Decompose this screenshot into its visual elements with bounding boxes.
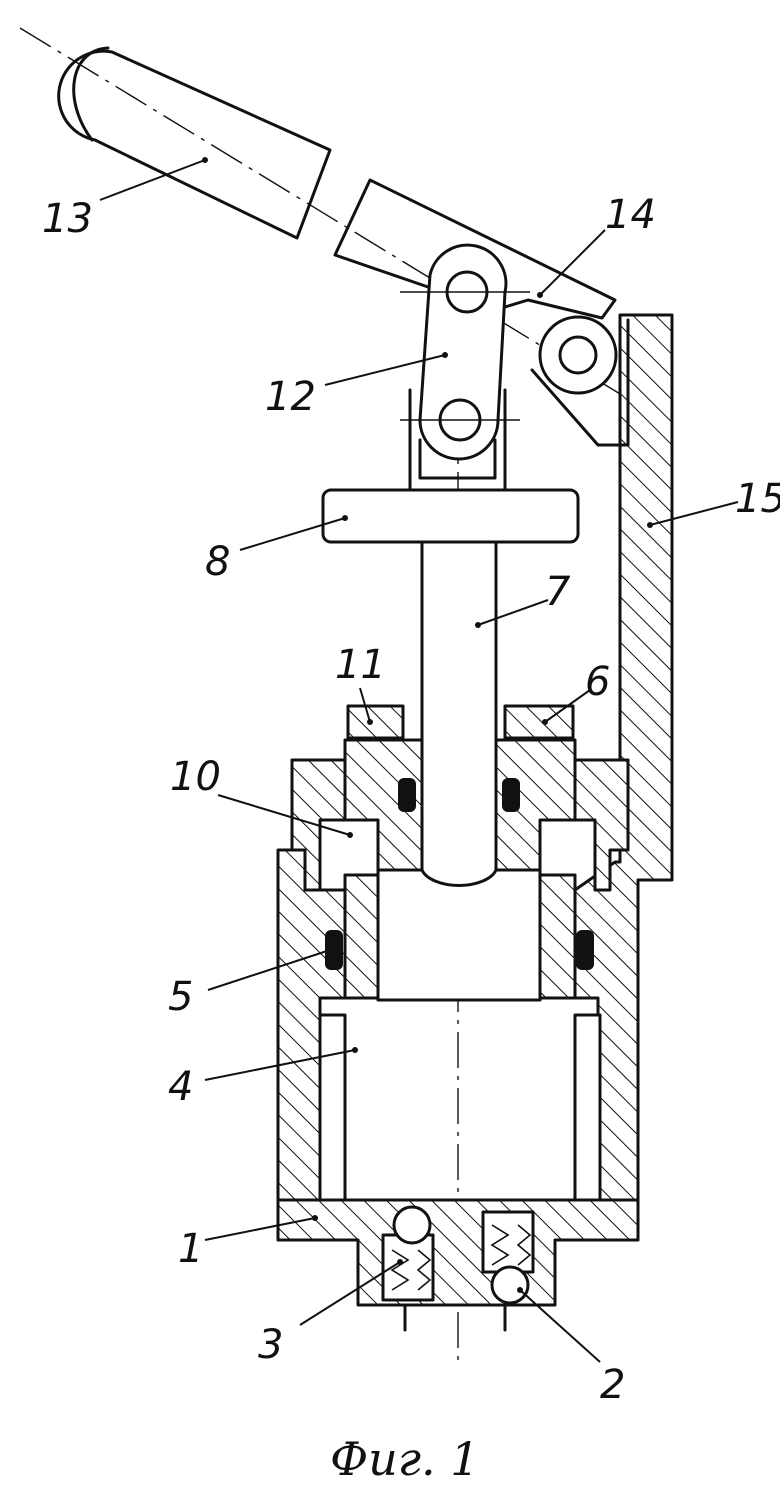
plunger-seal-right (502, 778, 520, 812)
label-5: 5 (168, 974, 193, 1020)
wiper-ring-left (346, 704, 405, 740)
label-10: 10 (170, 754, 221, 800)
cylinder-seal-right (576, 930, 594, 970)
housing-bottom (276, 1198, 640, 1307)
cylinder-right-wall (538, 873, 577, 1000)
gland-cap-right (573, 758, 630, 892)
label-11: 11 (335, 642, 386, 688)
wiper-ring-right (503, 704, 575, 740)
label-6: 6 (585, 659, 610, 705)
label-12: 12 (265, 374, 316, 420)
label-2: 2 (600, 1362, 625, 1408)
lever-handle (57, 46, 617, 320)
label-4: 4 (168, 1064, 193, 1110)
label-15: 15 (735, 476, 780, 522)
label-8: 8 (205, 539, 230, 585)
inlet-valve (381, 1205, 435, 1332)
label-13: 13 (42, 196, 93, 242)
cylinder-seal-left (325, 930, 343, 970)
label-7: 7 (545, 569, 571, 615)
crossbar (321, 488, 580, 544)
link-bar (400, 243, 530, 461)
leaders (99, 157, 739, 1363)
plunger (420, 540, 498, 887)
lever-axis (19, 27, 631, 401)
label-1: 1 (178, 1226, 203, 1272)
cylinder-bore (376, 868, 542, 1002)
cylinder-left-wall (343, 873, 380, 1000)
label-3: 3 (258, 1322, 283, 1368)
label-14: 14 (605, 192, 656, 238)
plunger-seal-left (398, 778, 416, 812)
lever-arm (538, 315, 618, 395)
figure-caption: Фиг. 1 (330, 1432, 480, 1486)
outlet-valve (481, 1210, 535, 1332)
